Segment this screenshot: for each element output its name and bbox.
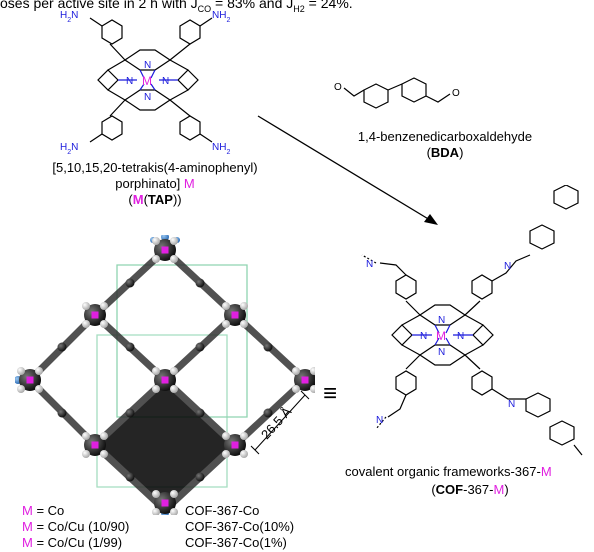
- cof-name-line1: covalent organic frameworks-367-M: [345, 464, 552, 480]
- tap-name-line2-text: porphinato]: [115, 176, 184, 191]
- bda-abbr-bold: BDA: [430, 145, 460, 160]
- legend-name-1: COF-367-Co: [185, 503, 260, 518]
- bda-name: 1,4-benzenedicarboxaldehyde (BDA): [345, 129, 545, 161]
- nitrogen-bottom: N: [144, 92, 151, 103]
- legend-metal-3: M: [22, 535, 33, 550]
- header-mid: = 83% and J: [211, 0, 294, 11]
- cof-name-metal: M: [540, 464, 552, 479]
- bda-name-line: 1,4-benzenedicarboxaldehyde: [357, 129, 533, 144]
- tap-abbr-bold: TAP: [147, 192, 173, 207]
- bda-oxygen-left: O: [334, 82, 342, 93]
- cof-name: covalent organic frameworks-367-M: [345, 464, 552, 480]
- tap-abbr-close: )): [172, 192, 182, 207]
- cof-abbr: (COF-367-M): [400, 482, 540, 498]
- tap-name-metal: M: [183, 176, 195, 191]
- legend-name-3: COF-367-Co(1%): [185, 535, 287, 550]
- tap-structure: H2N NH2 H2N NH2 N N N N M: [60, 10, 230, 156]
- legend-metal-2: M: [22, 519, 33, 534]
- tap-name-line1: [5,10,15,20-tetrakis(4-aminophenyl): [52, 160, 258, 175]
- tap-abbr-metal: M: [132, 192, 144, 207]
- cof-nitrogen-core-bottom: N: [438, 347, 445, 358]
- bda-abbr-close: ): [459, 145, 464, 160]
- tap-name-line2: porphinato] M: [5, 176, 305, 192]
- bda-abbr: (BDA): [345, 145, 545, 161]
- cof-nitrogen-core-left: N: [420, 331, 427, 342]
- nitrogen-right: N: [162, 76, 169, 87]
- header-fragment: oses per active site in 2 h with JCO = 8…: [0, 0, 353, 17]
- legend-value-2: = Co/Cu (10/90): [32, 519, 130, 534]
- amine-bottom-left: H2N: [60, 142, 78, 156]
- legend-value-1: = Co: [32, 503, 65, 518]
- cof-abbr-close: ): [504, 482, 509, 497]
- header-end: = 24%.: [304, 0, 353, 11]
- nitrogen-top: N: [144, 60, 151, 71]
- cof-abbr-metal: M: [493, 482, 505, 497]
- tap-metal: M: [142, 74, 152, 88]
- legend-value-3: = Co/Cu (1/99): [32, 535, 123, 550]
- cof-nitrogen-core-right: N: [457, 331, 464, 342]
- bda-structure: O O: [334, 77, 460, 109]
- cof-nitrogen-left-top: N: [366, 259, 373, 270]
- legend-row-1: M = Co: [22, 503, 129, 519]
- legend-row-2: M = Co/Cu (10/90): [22, 519, 129, 535]
- nitrogen-left: N: [126, 76, 133, 87]
- legend-name-2: COF-367-Co(10%): [185, 519, 295, 534]
- cof-abbr-bold: COF: [435, 482, 464, 497]
- legend-right: COF-367-Co COF-367-Co(10%) COF-367-Co(1%…: [185, 503, 294, 551]
- legend-metal-1: M: [22, 503, 33, 518]
- amine-top-right: NH2: [212, 10, 230, 24]
- header-text: oses per active site in 2 h with J: [0, 0, 198, 11]
- tap-abbr-open: (: [128, 192, 133, 207]
- cof-nitrogen-core-top: N: [438, 315, 445, 326]
- cof-abbr-mid: -367-: [463, 482, 494, 497]
- cof-nitrogen-right-top: N: [504, 261, 511, 272]
- tap-name: [5,10,15,20-tetrakis(4-aminophenyl) porp…: [5, 160, 305, 208]
- header-sub-co: CO: [197, 3, 212, 14]
- cof-nitrogen-left-bottom: N: [376, 415, 383, 426]
- equivalence-sign: ≡: [323, 380, 338, 407]
- legend-row-3: M = Co/Cu (1/99): [22, 535, 129, 551]
- amine-bottom-right: NH2: [212, 142, 230, 156]
- header-sub-h2: H2: [293, 3, 305, 14]
- bda-oxygen-right: O: [452, 88, 460, 99]
- cof-metal: M: [436, 329, 446, 343]
- amine-top-left: H2N: [60, 10, 78, 24]
- legend-left: M = Co M = Co/Cu (10/90) M = Co/Cu (1/99…: [22, 503, 129, 551]
- cof-unit-structure: N N N N N N N N M: [361, 185, 583, 456]
- cof-packing-model: [15, 235, 315, 515]
- cof-nitrogen-right-bottom: N: [508, 399, 515, 410]
- cof-abbr-open: (: [431, 482, 436, 497]
- bda-abbr-open: (: [426, 145, 431, 160]
- tap-abbr-mid: (: [143, 192, 148, 207]
- cof-name-text: covalent organic frameworks-367-: [345, 464, 541, 479]
- tap-abbr: (M(TAP)): [5, 192, 305, 208]
